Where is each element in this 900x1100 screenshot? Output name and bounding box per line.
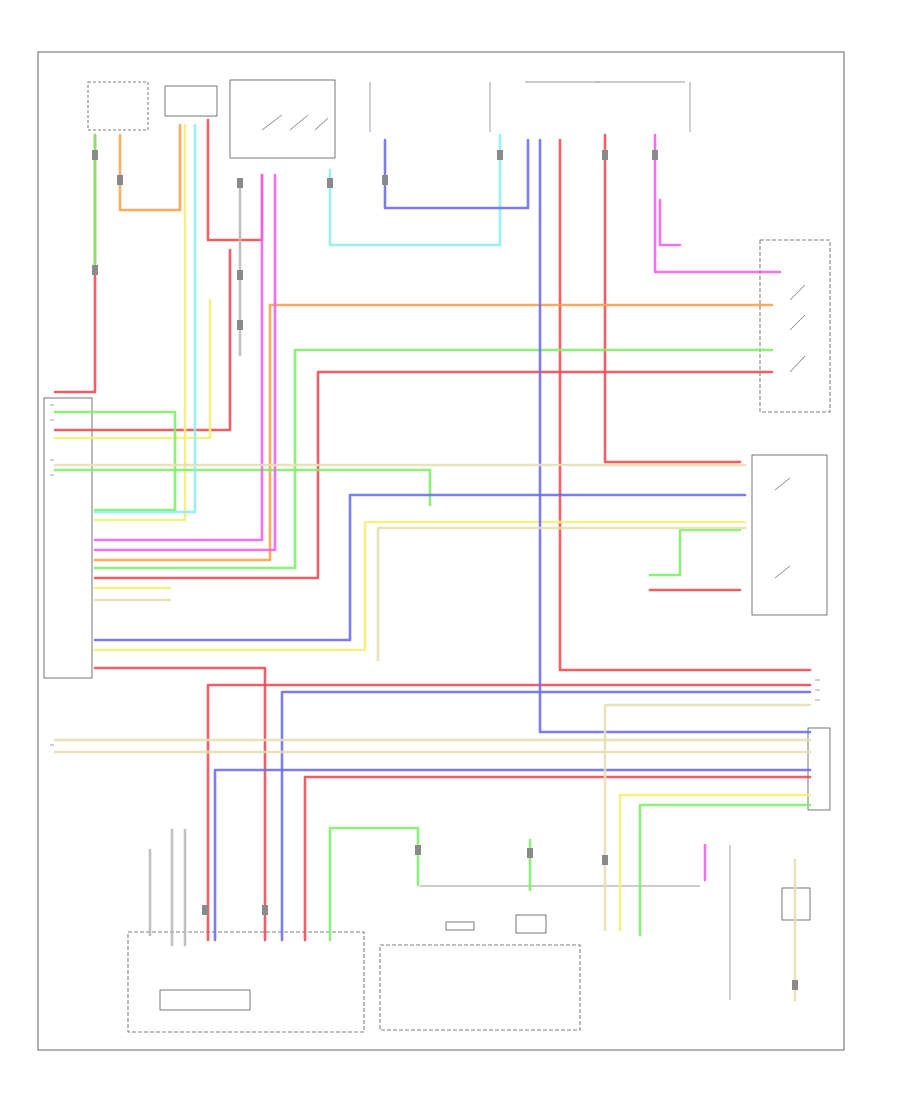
connector-17 <box>792 980 798 990</box>
connector-2 <box>117 175 123 185</box>
right-switch-contacts <box>789 284 806 373</box>
ecu-box <box>43 397 93 679</box>
wire-red-6 <box>558 138 812 672</box>
wire-cyan-2 <box>328 133 502 247</box>
connector-11 <box>237 320 243 330</box>
connector-10 <box>237 270 243 280</box>
wire-orange-1 <box>118 123 182 212</box>
wire-magenta-1 <box>93 173 264 542</box>
wire-red-5 <box>93 666 267 942</box>
connector-4 <box>327 178 333 188</box>
wire-blue-1 <box>383 138 530 210</box>
wire-red-4 <box>93 370 774 580</box>
wire-blue-3 <box>93 493 747 642</box>
component-box-top-2 <box>164 85 218 117</box>
wire-red-7 <box>206 683 812 942</box>
connector-8 <box>652 150 658 160</box>
wire-green-3 <box>93 348 774 570</box>
connector-13 <box>527 848 533 858</box>
pin-ticks <box>50 404 820 746</box>
wire-yellow-2 <box>53 298 212 440</box>
connectors <box>92 150 798 990</box>
wire-blue-5 <box>213 768 812 942</box>
bottom-box-module <box>515 914 547 934</box>
wire-green-8 <box>648 528 742 577</box>
connector-3 <box>237 178 243 188</box>
connector-12 <box>415 845 421 855</box>
wire-yellow-1 <box>93 123 187 522</box>
wire-yellow-4 <box>618 793 812 932</box>
wire-green-7 <box>638 803 812 937</box>
component-box-switch <box>229 79 336 159</box>
wire-green-4 <box>53 468 432 507</box>
right-components <box>751 239 831 811</box>
component-box-top-1 <box>87 81 149 131</box>
component-box-right-middle <box>751 454 828 616</box>
connector-1 <box>92 150 98 160</box>
wire-magenta-4 <box>658 198 682 247</box>
middle-switch-contacts <box>774 477 791 579</box>
switch-contacts <box>261 114 329 131</box>
wire-red-3 <box>53 248 232 432</box>
top-components <box>87 79 691 159</box>
connector-6 <box>497 150 503 160</box>
wire-green-2 <box>53 410 177 512</box>
bottom-components <box>127 845 811 1033</box>
bottom-box-center <box>379 944 581 1031</box>
wire-tan-3 <box>376 526 747 662</box>
bottom-box-left <box>127 931 365 1033</box>
connector-7 <box>602 150 608 160</box>
connector-16 <box>262 905 268 915</box>
wire-green-5 <box>328 826 420 942</box>
left-ecu <box>43 397 93 679</box>
wire-orange-2 <box>93 303 774 562</box>
component-box-right-upper <box>759 239 831 413</box>
wire-magenta-3 <box>653 133 782 274</box>
wires <box>53 118 812 1002</box>
wire-cyan-1 <box>93 123 197 514</box>
wire-red-2 <box>206 118 264 242</box>
connector-14 <box>602 855 608 865</box>
connector-15 <box>202 905 208 915</box>
diagram-frame <box>37 51 845 1051</box>
wire-yellow-3 <box>93 520 747 652</box>
connector-5 <box>382 175 388 185</box>
wire-red-1 <box>53 133 97 394</box>
wire-blue-2 <box>538 138 812 734</box>
wire-red-8 <box>303 775 812 942</box>
wire-red-9 <box>603 133 742 464</box>
bottom-box-small <box>445 921 475 931</box>
bottom-box-inner <box>159 989 251 1011</box>
connector-9 <box>92 265 98 275</box>
wire-magenta-2 <box>93 173 277 552</box>
component-box-right-lower <box>807 727 831 811</box>
wire-blue-4 <box>280 690 812 942</box>
